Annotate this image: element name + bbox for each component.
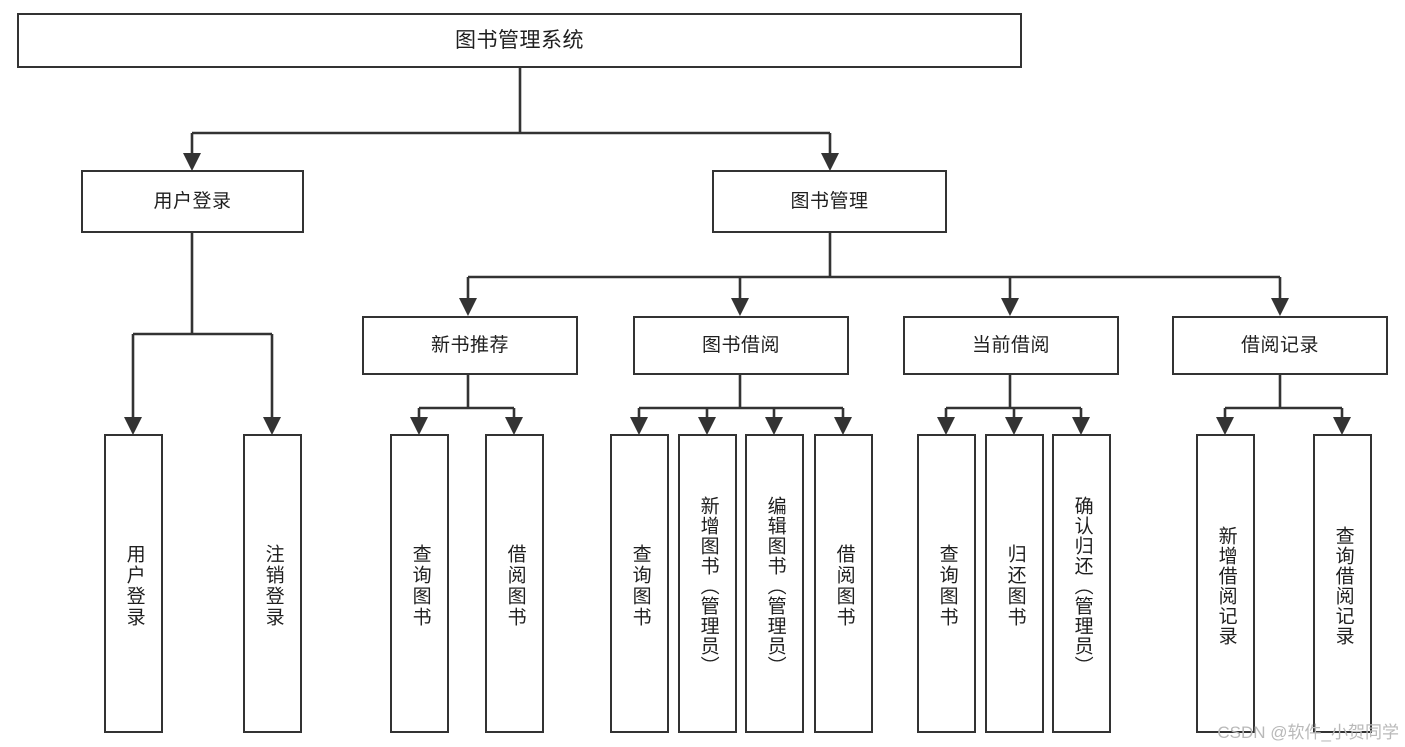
node-leaf-query-book-3-label: 查询图书	[936, 543, 958, 628]
node-current-borrow[interactable]: 当前借阅	[903, 316, 1119, 375]
node-current-borrow-label: 当前借阅	[971, 334, 1050, 356]
node-leaf-logout-login-label: 注销登录	[262, 543, 284, 628]
node-leaf-query-book-2[interactable]: 查询图书	[610, 434, 669, 733]
node-leaf-add-record-label: 新增借阅记录	[1215, 525, 1237, 646]
node-leaf-borrow-book-2-label: 借阅图书	[833, 543, 855, 628]
node-book-borrow-label: 图书借阅	[701, 334, 780, 356]
node-new-book-recommend-label: 新书推荐	[430, 334, 509, 356]
node-leaf-user-login[interactable]: 用户登录	[104, 434, 163, 733]
node-root-system-label: 图书管理系统	[455, 28, 584, 52]
node-user-login-label: 用户登录	[153, 190, 232, 212]
node-leaf-add-record[interactable]: 新增借阅记录	[1196, 434, 1255, 733]
node-leaf-user-login-label: 用户登录	[123, 543, 145, 628]
csdn-watermark: CSDN @软件_小贺同学	[1217, 723, 1399, 742]
node-book-manage[interactable]: 图书管理	[712, 170, 947, 233]
node-leaf-edit-book[interactable]: 编辑图书（管理员）	[745, 434, 804, 733]
node-leaf-edit-book-label: 编辑图书（管理员）	[764, 495, 786, 676]
node-new-book-recommend[interactable]: 新书推荐	[362, 316, 578, 375]
node-leaf-query-record[interactable]: 查询借阅记录	[1313, 434, 1372, 733]
node-leaf-query-record-label: 查询借阅记录	[1332, 525, 1354, 646]
node-leaf-logout-login[interactable]: 注销登录	[243, 434, 302, 733]
node-leaf-borrow-book-1-label: 借阅图书	[504, 543, 526, 628]
node-root-system[interactable]: 图书管理系统	[17, 13, 1022, 68]
node-borrow-record[interactable]: 借阅记录	[1172, 316, 1388, 375]
node-book-borrow[interactable]: 图书借阅	[633, 316, 849, 375]
node-leaf-add-book-label: 新增图书（管理员）	[697, 495, 719, 676]
node-borrow-record-label: 借阅记录	[1240, 334, 1319, 356]
node-leaf-return-book-label: 归还图书	[1004, 543, 1026, 628]
node-book-manage-label: 图书管理	[790, 190, 869, 212]
node-leaf-borrow-book-1[interactable]: 借阅图书	[485, 434, 544, 733]
node-leaf-return-book[interactable]: 归还图书	[985, 434, 1044, 733]
node-leaf-confirm-return-label: 确认归还（管理员）	[1071, 495, 1093, 676]
node-user-login[interactable]: 用户登录	[81, 170, 304, 233]
node-leaf-borrow-book-2[interactable]: 借阅图书	[814, 434, 873, 733]
node-leaf-confirm-return[interactable]: 确认归还（管理员）	[1052, 434, 1111, 733]
node-leaf-query-book-1[interactable]: 查询图书	[390, 434, 449, 733]
node-leaf-query-book-2-label: 查询图书	[629, 543, 651, 628]
node-leaf-query-book-1-label: 查询图书	[409, 543, 431, 628]
node-leaf-query-book-3[interactable]: 查询图书	[917, 434, 976, 733]
node-leaf-add-book[interactable]: 新增图书（管理员）	[678, 434, 737, 733]
